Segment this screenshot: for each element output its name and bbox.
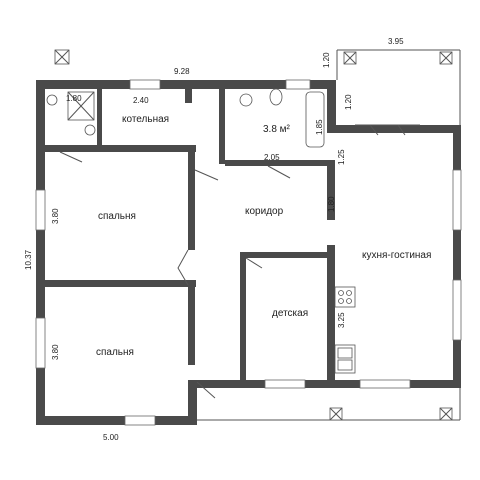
dim-wc-top: 1.80 — [66, 94, 82, 103]
sink-icon — [239, 93, 253, 107]
dim-bottom-width: 5.00 — [103, 433, 119, 442]
interior-walls — [36, 89, 335, 385]
dim-kitchen-lower: 3.25 — [337, 312, 346, 328]
sink-icon — [84, 124, 96, 136]
room-bedroom-bottom: спальня — [96, 347, 134, 358]
dim-corridor-h: 1.80 — [327, 196, 336, 212]
toilet-icon — [269, 88, 283, 106]
dim-bedroom-bottom-h: 3.80 — [51, 344, 60, 360]
fixtures — [46, 88, 356, 374]
dim-top-width: 9.28 — [174, 67, 190, 76]
room-bathroom-area: 3.8 м² — [263, 124, 291, 135]
stove-icon — [334, 286, 356, 308]
dim-boiler-w: 2.40 — [133, 96, 149, 105]
dim-left-total: 10.37 — [24, 249, 33, 270]
toilet-icon — [46, 94, 58, 106]
terrace-outline — [54, 49, 461, 421]
bathtub-icon — [305, 91, 325, 148]
dim-terrace-width: 3.95 — [388, 37, 404, 46]
windows — [35, 79, 462, 426]
room-kitchen-living: кухня-гостиная — [362, 250, 431, 261]
dim-bath-w: 2.05 — [264, 153, 280, 162]
dim-bath-h: 1.85 — [315, 119, 324, 135]
outer-walls — [36, 80, 461, 425]
room-corridor: коридор — [245, 206, 284, 217]
room-bedroom-top: спальня — [98, 211, 136, 222]
doors — [59, 124, 420, 399]
dim-kitchen-upper: 1.25 — [337, 149, 346, 165]
room-labels: котельная 3.8 м² коридор спальня спальня… — [96, 114, 431, 358]
room-boiler: котельная — [122, 114, 169, 125]
dim-terrace-left-h: 1.20 — [322, 52, 331, 68]
room-kids: детская — [272, 308, 308, 319]
dim-bedroom-top-h: 3.80 — [51, 208, 60, 224]
dim-terrace-inner-h: 1.20 — [344, 94, 353, 110]
dimensions: 9.28 3.95 1.20 1.20 1.80 2.40 1.85 2.05 … — [24, 37, 404, 442]
